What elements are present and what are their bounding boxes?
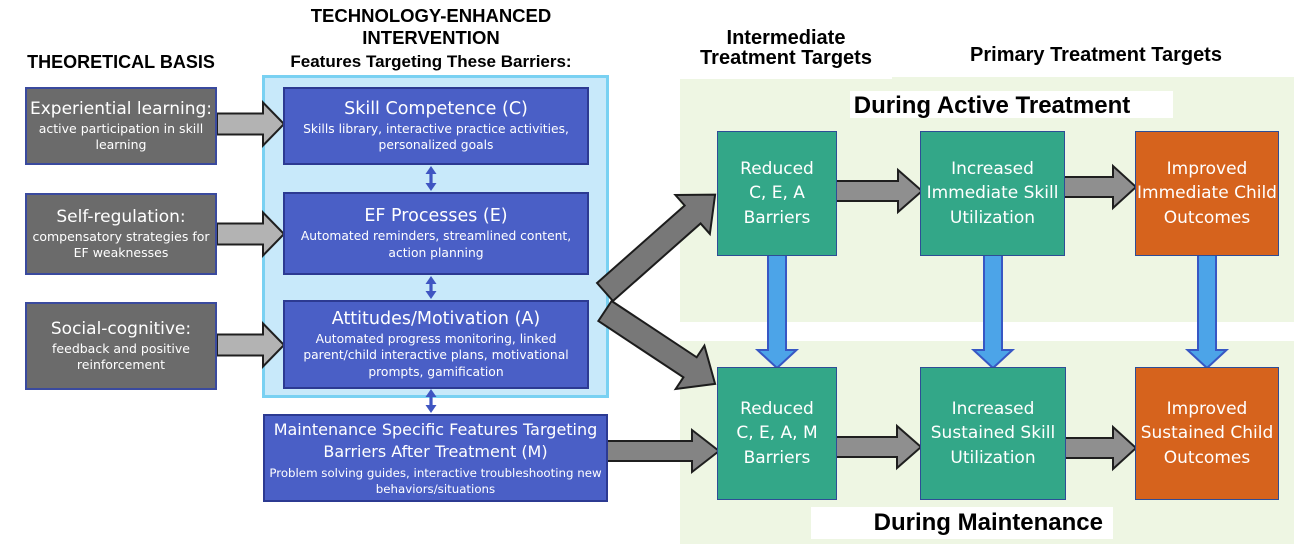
arrow-reduced-ceam-to-increased-sustained <box>835 423 923 471</box>
box-attitudes-motivation-title: Attitudes/Motivation (A) <box>331 308 541 329</box>
double-arrow-ef-attitudes <box>425 276 437 299</box>
box-self-regulation-title: Self-regulation: <box>56 206 186 227</box>
double-arrows-group <box>425 166 437 413</box>
arrow-reduced-cea-to-increased-immediate <box>835 167 924 215</box>
box-maintenance-features-body: Problem solving guides, interactive trou… <box>269 466 602 496</box>
arrow-intervention-to-reduced-ceam <box>596 299 717 391</box>
maintenance-arrow-group <box>605 427 721 475</box>
intermediate-targets-band <box>680 27 892 79</box>
double-arrow-attitudes-maintenance <box>425 389 437 413</box>
arrow-selfregulation-to-ef <box>216 210 286 258</box>
during-active-band <box>850 91 1173 118</box>
box-experiential-learning-body: active participation in skill learning <box>38 120 204 153</box>
theoretical-basis-title: THEORETICAL BASIS <box>27 52 215 72</box>
box-improved-immediate-outcomes: Improved Immediate Child Outcomes <box>1135 131 1279 256</box>
diagonal-arrows-group <box>595 193 717 391</box>
arrow-intervention-to-reduced-ceam-shape <box>596 299 717 391</box>
box-maintenance-features: Maintenance Specific Features Targeting … <box>263 414 608 502</box>
box-increased-immediate-skill: Increased Immediate Skill Utilization <box>920 131 1065 256</box>
arrow-maintenance-to-reduced-ceam <box>605 427 721 475</box>
technology-enhanced-intervention-title: TECHNOLOGY-ENHANCED INTERVENTION <box>310 5 552 48</box>
box-skill-competence: Skill Competence (C) Skills library, int… <box>283 87 589 165</box>
box-ef-processes: EF Processes (E) Automated reminders, st… <box>283 192 589 275</box>
arrow-socialcognitive-to-attitudes <box>216 321 286 369</box>
arrow-intervention-to-reduced-cea <box>595 193 717 303</box>
box-ef-processes-body: Automated reminders, streamlined content… <box>300 229 572 260</box>
features-targeting-subtitle: Features Targeting These Barriers: <box>290 52 572 71</box>
box-improved-sustained-outcomes: Improved Sustained Child Outcomes <box>1135 367 1279 500</box>
box-experiential-learning: Experiential learning: active participat… <box>25 87 217 165</box>
blue-down-arrows-group <box>754 251 1230 370</box>
box-social-cognitive-title: Social-cognitive: <box>50 318 192 339</box>
arrow-intervention-to-reduced-cea-shape <box>595 193 717 303</box>
theory-arrows-group <box>216 100 286 369</box>
box-self-regulation: Self-regulation: compensatory strategies… <box>25 193 217 275</box>
box-social-cognitive: Social-cognitive: feedback and positive … <box>25 302 217 390</box>
box-experiential-learning-title: Experiential learning: <box>29 98 212 119</box>
arrow-increased-immediate-down <box>970 251 1016 370</box>
box-attitudes-motivation-body: Automated progress monitoring, linked pa… <box>303 331 569 379</box>
primary-treatment-targets-title: Primary Treatment Targets <box>970 44 1222 66</box>
box-increased-sustained-skill: Increased Sustained Skill Utilization <box>920 367 1066 500</box>
arrow-experiential-to-skill <box>216 100 286 148</box>
row-arrows-group <box>835 163 1138 472</box>
during-active-treatment-title: During Active Treatment <box>853 92 1131 119</box>
box-skill-competence-title: Skill Competence (C) <box>344 98 528 119</box>
box-maintenance-features-title: Maintenance Specific Features Targeting … <box>273 420 598 461</box>
arrow-increased-sustained-to-improved-sustained <box>1063 424 1138 472</box>
box-reduced-cea-barriers: Reduced C, E, A Barriers <box>717 131 837 256</box>
double-arrow-skill-ef <box>425 166 437 191</box>
box-self-regulation-body: compensatory strategies for EF weaknesse… <box>32 228 210 261</box>
box-attitudes-motivation: Attitudes/Motivation (A) Automated progr… <box>283 300 589 389</box>
arrow-improved-immediate-down <box>1184 251 1230 370</box>
box-skill-competence-body: Skills library, interactive practice act… <box>303 121 569 153</box>
box-social-cognitive-body: feedback and positive reinforcement <box>52 340 190 373</box>
during-maintenance-title: During Maintenance <box>873 509 1103 536</box>
arrow-increased-immediate-to-improved-immediate <box>1062 163 1138 211</box>
arrow-reduced-cea-down <box>754 251 800 370</box>
box-ef-processes-title: EF Processes (E) <box>364 206 508 226</box>
during-maintenance-band <box>811 507 1113 539</box>
intermediate-treatment-targets-title: Intermediate Treatment Targets <box>700 27 872 69</box>
box-reduced-ceam-barriers: Reduced C, E, A, M Barriers <box>717 367 837 500</box>
